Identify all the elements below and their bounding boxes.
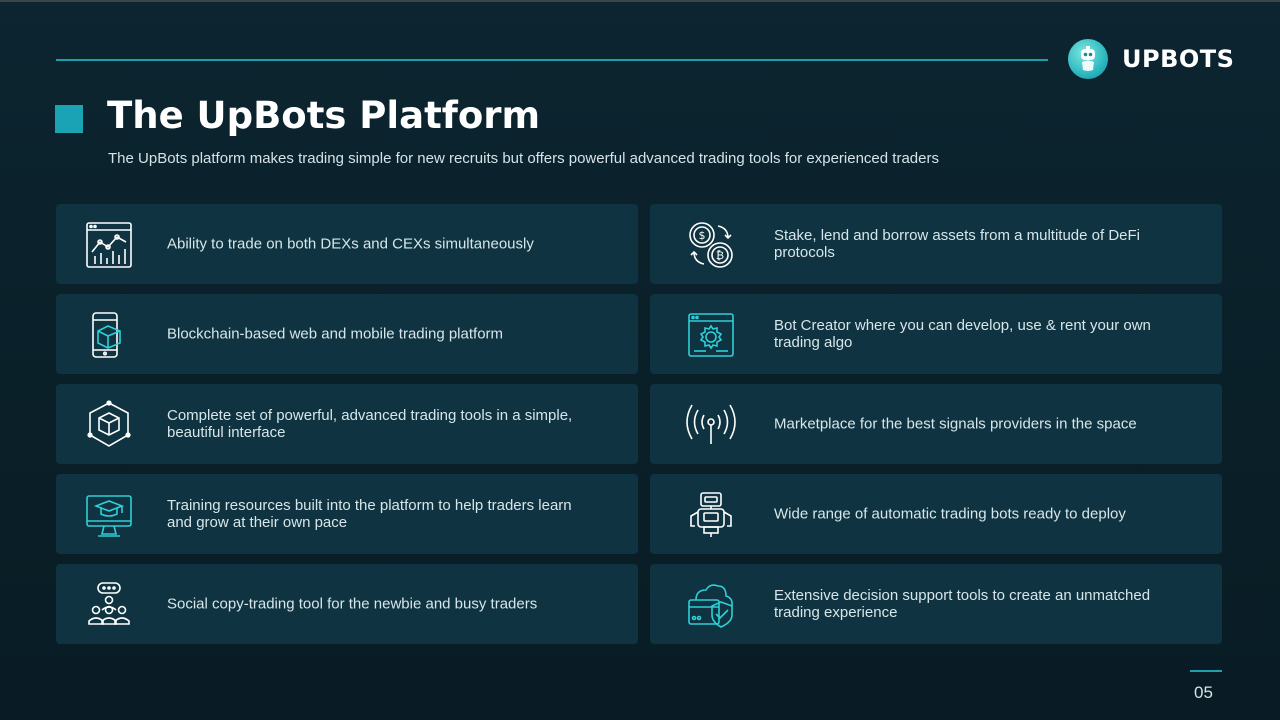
cloud-shield-icon <box>686 580 736 630</box>
chart-analytics-icon <box>84 220 134 270</box>
feature-text: Training resources built into the platfo… <box>167 497 572 531</box>
feature-card-bot-creator: Bot Creator where you can develop, use &… <box>650 294 1222 374</box>
feature-card-training: Training resources built into the platfo… <box>56 474 638 554</box>
feature-text: Bot Creator where you can develop, use &… <box>774 317 1151 351</box>
robot-logo-icon <box>1068 39 1108 79</box>
bot-creator-gear-icon <box>686 310 736 360</box>
feature-text: Marketplace for the best signals provide… <box>774 415 1137 433</box>
signal-antenna-icon <box>686 400 736 450</box>
feature-card-marketplace: Marketplace for the best signals provide… <box>650 384 1222 464</box>
page-title: The UpBots Platform <box>107 94 541 137</box>
crypto-exchange-icon: $ ₿ <box>686 220 736 270</box>
title-marker <box>55 105 83 133</box>
feature-text: Social copy-trading tool for the newbie … <box>167 595 538 613</box>
svg-text:$: $ <box>699 229 706 242</box>
svg-text:₿: ₿ <box>716 249 724 262</box>
feature-text: Extensive decision support tools to crea… <box>774 587 1151 621</box>
page-number-rule <box>1190 670 1222 672</box>
feature-card-social: Social copy-trading tool for the newbie … <box>56 564 638 644</box>
training-monitor-icon <box>84 490 134 540</box>
feature-card-decision-support: Extensive decision support tools to crea… <box>650 564 1222 644</box>
robot-icon <box>686 490 736 540</box>
feature-card-dex-cex: Ability to trade on both DEXs and CEXs s… <box>56 204 638 284</box>
feature-text: Wide range of automatic trading bots rea… <box>774 505 1126 523</box>
feature-card-web-mobile: Blockchain-based web and mobile trading … <box>56 294 638 374</box>
feature-card-bots: Wide range of automatic trading bots rea… <box>650 474 1222 554</box>
feature-text: Blockchain-based web and mobile trading … <box>167 325 504 343</box>
header-rule <box>56 59 1048 61</box>
feature-text: Complete set of powerful, advanced tradi… <box>167 407 573 441</box>
feature-card-tools: Complete set of powerful, advanced tradi… <box>56 384 638 464</box>
feature-card-defi: $ ₿ Stake, lend and borrow assets from a… <box>650 204 1222 284</box>
social-group-icon <box>84 580 134 630</box>
mobile-blockchain-icon <box>84 310 134 360</box>
feature-text: Ability to trade on both DEXs and CEXs s… <box>167 235 534 253</box>
page-subtitle: The UpBots platform makes trading simple… <box>108 150 939 167</box>
feature-text: Stake, lend and borrow assets from a mul… <box>774 227 1141 261</box>
page-number: 05 <box>1194 683 1213 702</box>
upbots-logo: UPBOTS <box>1068 38 1234 80</box>
cube-network-icon <box>84 400 134 450</box>
logo-text: UPBOTS <box>1122 45 1235 73</box>
top-border <box>0 0 1280 2</box>
